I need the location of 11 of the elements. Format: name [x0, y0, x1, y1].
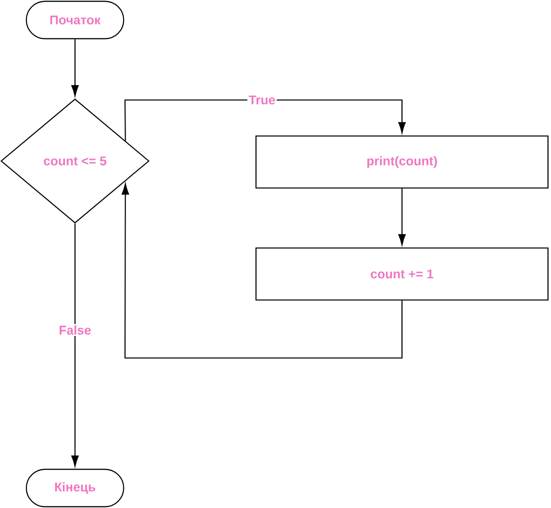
edge-label: True	[247, 94, 277, 106]
arrow	[398, 188, 406, 246]
arrow	[124, 99, 406, 141]
terminal-box: Кінець	[26, 468, 124, 508]
arrow	[71, 39, 79, 96]
process-box: print(count)	[255, 135, 549, 189]
edge-label: False	[57, 324, 93, 336]
arrow	[122, 183, 403, 359]
arrow	[71, 224, 79, 467]
terminal-box: Початок	[26, 0, 124, 40]
process-box: count += 1	[255, 247, 549, 301]
